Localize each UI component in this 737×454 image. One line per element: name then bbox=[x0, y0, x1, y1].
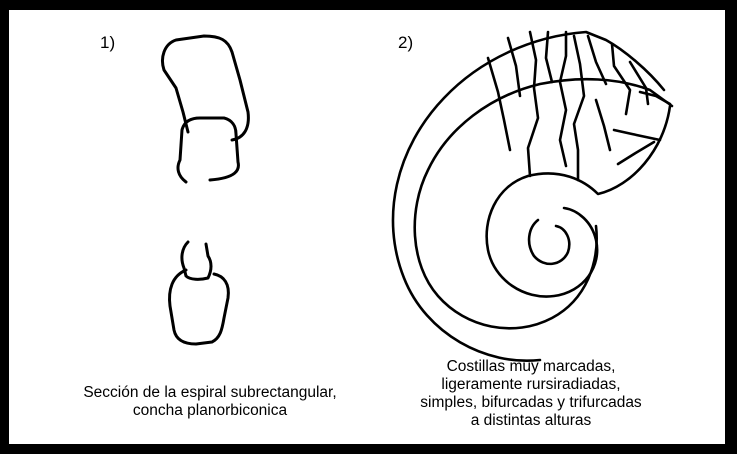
figure-1-number: 1) bbox=[100, 33, 115, 53]
figure-2-caption-line: Costillas muy marcadas, bbox=[400, 358, 662, 376]
whorl-section-upper-outer bbox=[163, 36, 249, 140]
ammonite-rib bbox=[574, 36, 584, 180]
ammonite-umbilicus bbox=[529, 220, 569, 264]
figure-2-caption-line: ligeramente rursiradiadas, bbox=[400, 376, 662, 394]
ammonite-rib bbox=[546, 32, 552, 82]
ammonite-rib bbox=[588, 36, 606, 84]
figure-1-caption: Sección de la espiral subrectangular, co… bbox=[30, 384, 390, 420]
figure-2-caption-line: simples, bifurcadas y trifurcadas bbox=[400, 394, 662, 412]
figure-2-caption-line: a distintas alturas bbox=[400, 412, 662, 430]
ammonite-whorl-body bbox=[415, 79, 672, 328]
whorl-section-lower-inner bbox=[182, 242, 211, 279]
ammonite-outer-shell bbox=[487, 106, 670, 297]
ammonite-rib bbox=[614, 130, 660, 140]
figure-2-number: 2) bbox=[398, 33, 413, 53]
ammonite-drawing bbox=[393, 32, 672, 361]
ammonite-rib bbox=[618, 142, 654, 164]
figure-2-caption: Costillas muy marcadas, ligeramente rurs… bbox=[400, 358, 662, 430]
ammonite-rib bbox=[596, 100, 610, 150]
figure-1-caption-line: concha planorbiconica bbox=[30, 402, 390, 420]
ammonite-rib bbox=[560, 32, 566, 166]
ammonite-rib bbox=[528, 32, 538, 176]
figure-1-caption-line: Sección de la espiral subrectangular, bbox=[30, 384, 390, 402]
whorl-section-lower-outer bbox=[170, 270, 229, 344]
